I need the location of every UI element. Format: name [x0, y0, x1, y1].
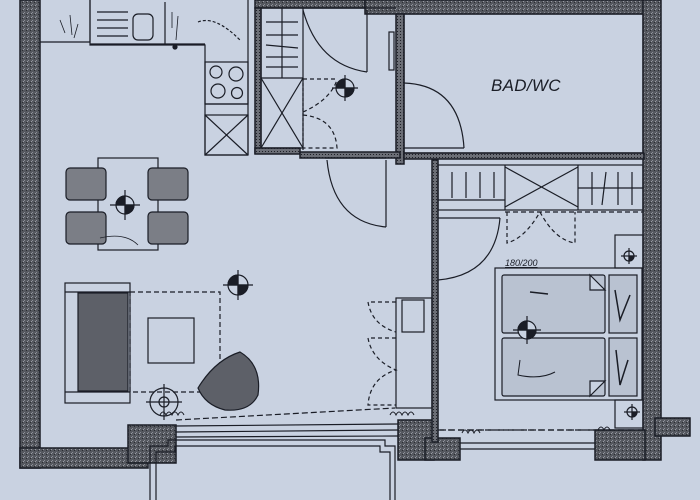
coffee-table — [147, 317, 195, 364]
stair-shaft — [260, 7, 304, 149]
bedroom-door — [437, 217, 501, 281]
kitchen — [40, 0, 249, 156]
double-bed — [494, 267, 643, 401]
light-icon — [332, 75, 358, 101]
dining-chairs — [65, 167, 189, 245]
armchair — [197, 351, 260, 411]
light-icon — [513, 316, 541, 344]
sofa — [64, 282, 131, 404]
light-icon — [223, 270, 253, 300]
light-icon — [110, 190, 140, 220]
door-swing — [302, 9, 368, 73]
sink-icon — [97, 2, 166, 44]
living-room-door — [326, 159, 387, 228]
fridge-icon — [204, 114, 249, 156]
wall-light-icon — [621, 248, 637, 264]
balcony — [149, 407, 598, 500]
hallway — [302, 7, 465, 228]
ceiling-lights — [110, 75, 640, 420]
wardrobes — [437, 164, 644, 244]
bed-size-label: 180/200 — [505, 258, 538, 268]
bathroom — [403, 13, 644, 154]
bathroom-door — [403, 82, 465, 149]
living-room — [64, 157, 433, 420]
interior-walls — [254, 7, 645, 443]
wall-light-icon — [624, 404, 640, 420]
room-label-bathroom: BAD/WC — [491, 76, 561, 95]
bedroom — [437, 217, 644, 431]
dining-table — [97, 157, 159, 251]
stove-icon — [204, 61, 249, 105]
